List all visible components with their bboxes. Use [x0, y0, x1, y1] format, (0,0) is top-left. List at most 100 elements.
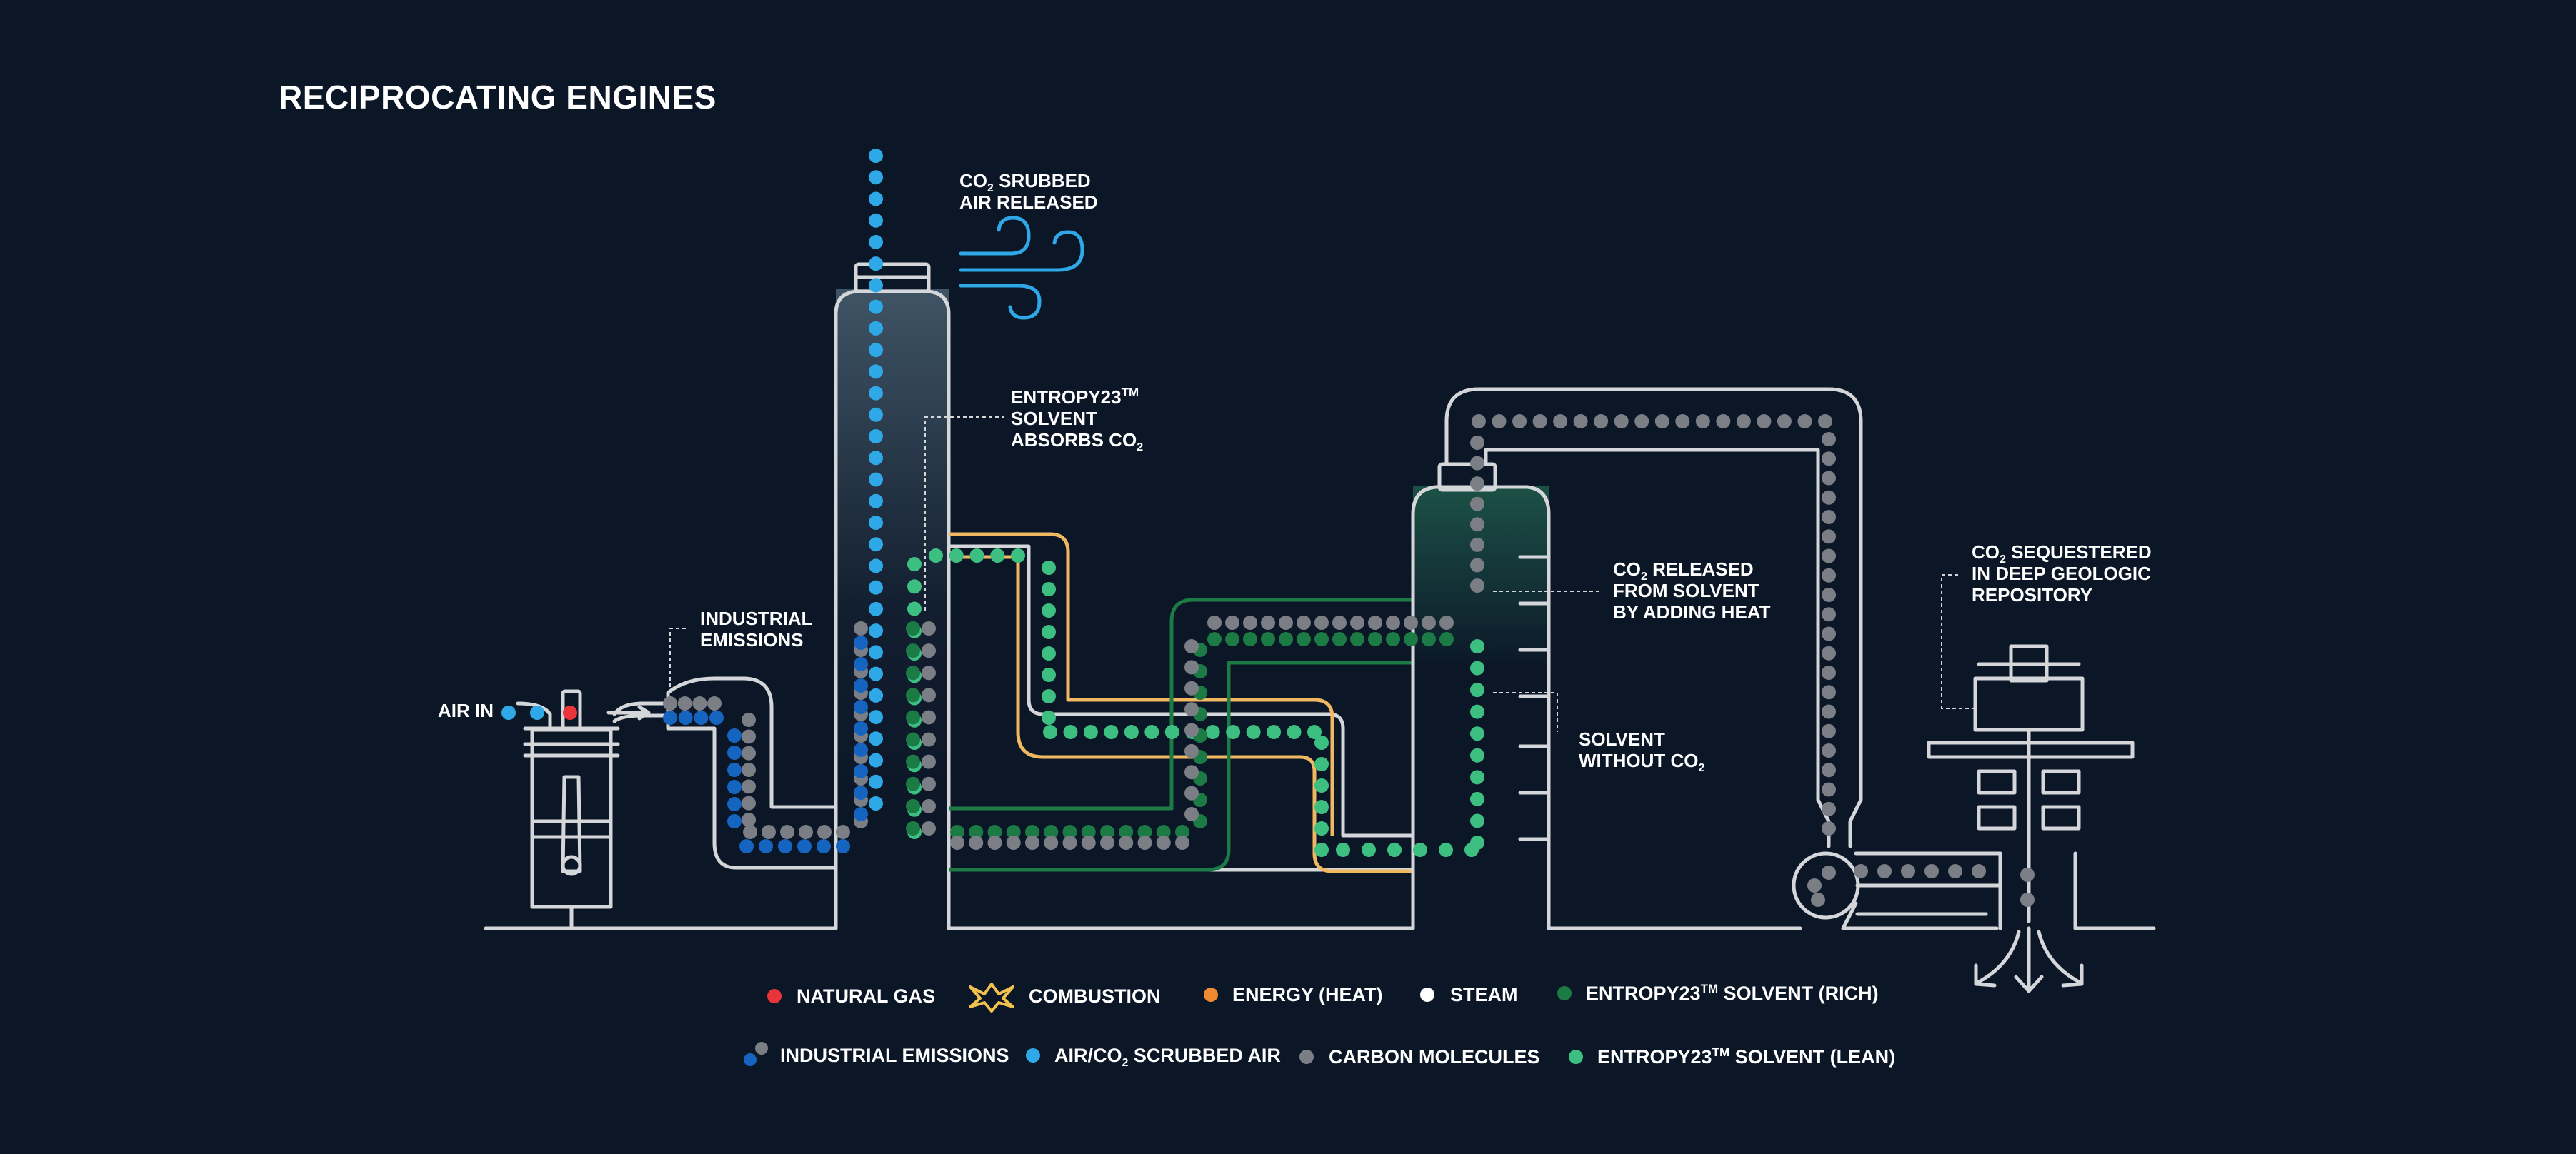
air-dot	[869, 623, 883, 638]
carbon-dot	[922, 666, 936, 681]
carbon-dot	[1081, 836, 1096, 850]
air-dot	[869, 278, 883, 293]
carbon-dot	[1184, 702, 1199, 717]
carbon-dot	[1573, 414, 1588, 428]
carbon-dot	[1332, 616, 1347, 630]
leader-absorbs	[924, 416, 1004, 611]
carbon-dot	[922, 798, 936, 813]
carbon-dot	[1044, 836, 1059, 850]
emission-dot	[854, 764, 868, 778]
carbon-dot	[1470, 578, 1484, 593]
label-co2-released-3: BY ADDING HEAT	[1613, 601, 1771, 623]
lean-dot	[1043, 725, 1057, 739]
carbon-dot	[742, 813, 756, 827]
emission-dot	[694, 711, 709, 725]
air-dot	[869, 601, 883, 616]
lean-dot	[1307, 725, 1322, 739]
carbon-dot	[1184, 639, 1199, 653]
lean-dot	[1314, 736, 1329, 750]
emission-dot	[854, 807, 868, 821]
carbon-dot	[950, 836, 964, 850]
carbon-dot	[1532, 414, 1547, 428]
carbon-dot	[743, 825, 757, 839]
rich-dot	[1261, 632, 1275, 646]
carbon-dot	[922, 688, 936, 703]
lean-dot	[1470, 748, 1484, 763]
carbon-dot	[1822, 432, 1836, 446]
emission-dot	[727, 746, 742, 760]
rich-dot	[1439, 632, 1454, 646]
carbon-dot	[1594, 414, 1609, 428]
label-solvent-absorbs-1: ENTROPY23TM	[1011, 386, 1139, 408]
leader-emissions	[669, 628, 686, 700]
label-sequestered-2: IN DEEP GEOLOGIC	[1972, 563, 2151, 584]
label-industrial-emissions-1: INDUSTRIAL	[700, 608, 813, 629]
carbon-dot	[817, 825, 832, 839]
emission-dot	[727, 780, 742, 794]
carbon-dot	[1470, 537, 1484, 552]
wind-icon	[959, 216, 1084, 320]
carbon-dot	[742, 713, 756, 727]
rich-dot	[1243, 632, 1257, 646]
carbon-dot	[1877, 864, 1892, 878]
carbon-dot	[922, 754, 936, 769]
flow-dots	[501, 149, 2035, 907]
air-dot	[869, 645, 883, 660]
legend-steam-label: STEAM	[1450, 984, 1518, 1005]
carbon-dot	[1470, 558, 1484, 573]
wellhead-wings	[1927, 741, 2135, 759]
lean-dot	[1042, 625, 1056, 639]
legend-natural-gas-label: NATURAL GAS	[797, 985, 935, 1007]
lean-dot	[1144, 725, 1159, 739]
legend-emissions-swatch-carbon	[755, 1042, 768, 1055]
carbon-dot	[1156, 836, 1171, 850]
lean-dot	[1470, 836, 1484, 850]
rich-dot	[1207, 632, 1222, 646]
air-dot	[501, 706, 516, 720]
carbon-dot	[1243, 616, 1257, 630]
air-dot	[869, 256, 883, 271]
air-dot	[869, 666, 883, 681]
rich-dot	[906, 621, 920, 636]
label-sequestered-1: CO2 SEQUESTERED	[1972, 541, 2152, 566]
lean-dot	[1336, 843, 1350, 857]
wellhead	[1927, 644, 2135, 930]
carbon-dot	[922, 732, 936, 747]
carbon-dot	[1175, 836, 1189, 850]
air-dot	[869, 170, 883, 185]
carbon-dot	[1368, 616, 1382, 630]
lean-dot	[1413, 843, 1427, 857]
carbon-dot	[1279, 616, 1293, 630]
carbon-dot	[1854, 864, 1868, 878]
lean-dot	[1362, 843, 1376, 857]
legend-combustion-label: COMBUSTION	[1029, 985, 1161, 1007]
carbon-dot	[922, 621, 936, 636]
air-dot	[869, 515, 883, 530]
rich-dot	[1368, 632, 1382, 646]
carbon-dot	[1822, 490, 1836, 505]
label-co2-released-1: CO2 RELEASED	[1613, 558, 1754, 583]
label-co2-released-2: FROM SOLVENT	[1613, 580, 1759, 601]
carbon-dot	[1100, 836, 1114, 850]
emission-dot	[709, 711, 724, 725]
carbon-dot	[1822, 866, 1836, 880]
natural-gas-dot	[563, 706, 577, 720]
lean-dot	[1314, 821, 1329, 836]
rich-dot	[1279, 632, 1293, 646]
rich-dot	[1156, 825, 1171, 839]
lean-dot	[907, 601, 922, 616]
page-title: RECIPROCATING ENGINES	[279, 79, 717, 116]
legend-rich-label: ENTROPY23TM SOLVENT (RICH)	[1586, 982, 1879, 1004]
carbon-dot	[1207, 616, 1222, 630]
air-dot	[869, 580, 883, 595]
exhaust-duct-inner	[666, 713, 838, 870]
carbon-dot	[1822, 588, 1836, 602]
lean-dot	[1042, 689, 1056, 703]
carbon-dot	[1470, 436, 1484, 450]
carbon-dot	[1350, 616, 1364, 630]
lean-dot	[1287, 725, 1302, 739]
label-scrubbed-air-1: CO2 SRUBBED	[959, 170, 1091, 194]
rich-dot	[1100, 825, 1114, 839]
legend-energy-swatch	[1204, 988, 1218, 1002]
air-dot	[869, 321, 883, 336]
